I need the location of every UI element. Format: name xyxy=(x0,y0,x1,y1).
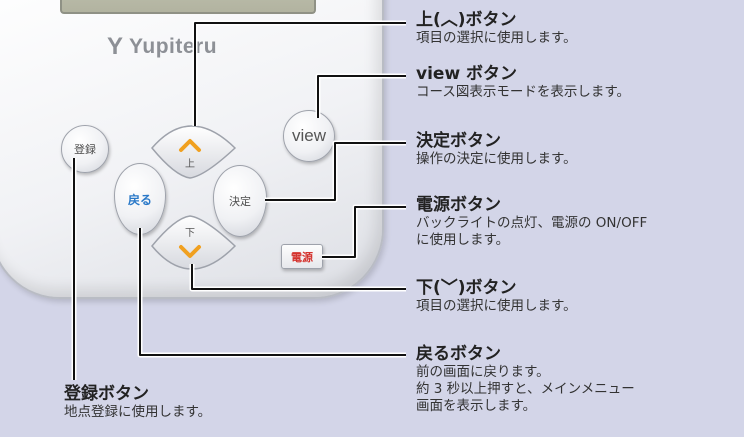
callout-back-title: 戻るボタン xyxy=(416,344,501,364)
up-arrow-icon xyxy=(179,139,201,152)
register-button-label: 登録 xyxy=(74,143,96,156)
device-screen xyxy=(60,0,316,14)
enter-button-label: 決定 xyxy=(229,195,251,208)
power-button[interactable]: 電源 xyxy=(281,244,323,269)
down-button-label: 下 xyxy=(185,228,195,239)
down-button[interactable]: 下 xyxy=(151,215,237,270)
callout-view: view ボタン コース図表示モードを表示します。 xyxy=(416,64,630,101)
leader-line-view xyxy=(317,75,406,118)
callout-register-desc: 地点登録に使用します。 xyxy=(64,404,212,420)
enter-button[interactable]: 決定 xyxy=(213,165,267,237)
callout-power: 電源ボタン バックライトの点灯、電源の ON/OFF に使用します。 xyxy=(416,195,647,249)
callout-back-desc-line1: 前の画面に戻ります。 xyxy=(416,364,550,380)
callout-power-desc-line2: に使用します。 xyxy=(416,232,510,248)
callout-back-desc-line3: 画面を表示します。 xyxy=(416,398,537,414)
view-button-label: view xyxy=(291,126,326,145)
leader-line-up xyxy=(194,22,406,126)
callout-down-title: 下(﹀)ボタン xyxy=(416,278,517,298)
callout-enter-title: 決定ボタン xyxy=(416,131,501,151)
callout-power-desc-line1: バックライトの点灯、電源の ON/OFF xyxy=(416,215,648,231)
power-button-label: 電源 xyxy=(291,250,313,264)
callout-power-title: 電源ボタン xyxy=(416,195,501,215)
leader-line-back xyxy=(139,228,406,356)
callout-down: 下(﹀)ボタン 項目の選択に使用します。 xyxy=(416,278,577,315)
callout-register: 登録ボタン 地点登録に使用します。 xyxy=(64,384,211,421)
leader-line-enter xyxy=(265,142,406,201)
leader-line-down xyxy=(191,264,406,290)
callout-view-title: view ボタン xyxy=(416,64,518,84)
callout-back: 戻るボタン 前の画面に戻ります。 約 3 秒以上押すと、メインメニュー 画面を表… xyxy=(416,344,635,415)
callout-down-desc: 項目の選択に使用します。 xyxy=(416,298,577,314)
callout-up: 上(︿)ボタン 項目の選択に使用します。 xyxy=(416,10,577,47)
logo-y-icon: Y xyxy=(107,33,124,60)
callout-back-desc-line2: 約 3 秒以上押すと、メインメニュー xyxy=(416,381,635,397)
view-button[interactable]: view xyxy=(283,110,335,162)
leader-lines xyxy=(73,22,406,380)
callout-up-title: 上(︿)ボタン xyxy=(416,10,517,30)
callout-up-desc: 項目の選択に使用します。 xyxy=(416,30,577,46)
register-button[interactable]: 登録 xyxy=(61,125,109,173)
back-button-label: 戻る xyxy=(127,192,152,207)
back-button[interactable]: 戻る xyxy=(114,163,166,235)
leader-line-power xyxy=(322,206,406,258)
up-button-label: 上 xyxy=(185,158,195,170)
callout-register-title: 登録ボタン xyxy=(64,384,149,404)
callout-enter-desc: 操作の決定に使用します。 xyxy=(416,151,577,167)
up-button[interactable]: 上 xyxy=(151,125,237,179)
callout-enter: 決定ボタン 操作の決定に使用します。 xyxy=(416,131,577,168)
down-arrow-icon xyxy=(179,245,201,258)
callout-view-desc: コース図表示モードを表示します。 xyxy=(416,84,630,100)
